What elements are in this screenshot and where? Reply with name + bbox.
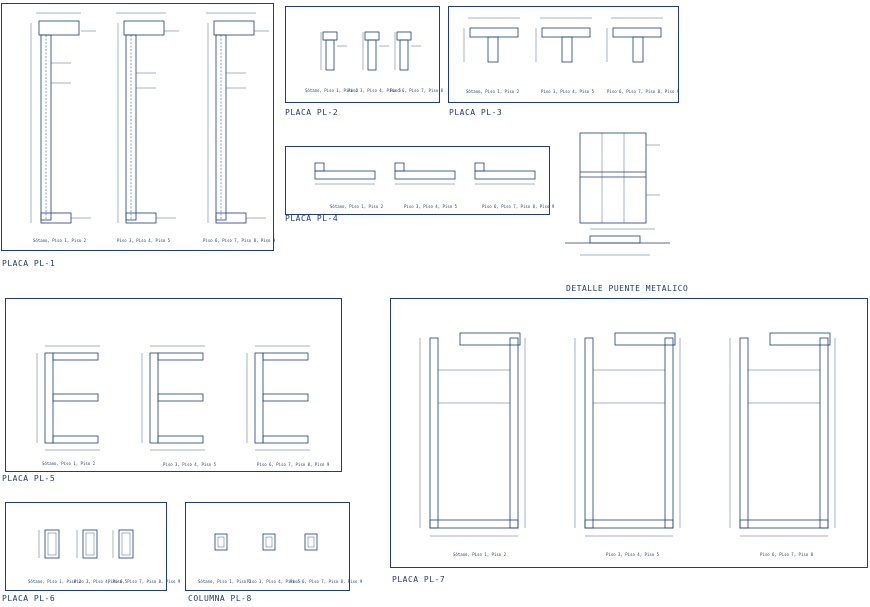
drawing-pl4 <box>314 162 536 185</box>
panel-pl8 <box>185 502 350 591</box>
drawing-puente <box>565 132 670 256</box>
title-pl2: PLACA PL-2 <box>285 108 339 117</box>
caption-pl6-c: Piso 6, Piso 7, Piso 8, Piso 9 <box>108 579 181 584</box>
caption-pl1-a: Sótano, Piso 1, Piso 2 <box>33 238 86 243</box>
caption-pl7-b: Piso 3, Piso 4, Piso 5 <box>606 552 659 557</box>
caption-pl2-b: Piso 3, Piso 4, Piso 5 <box>348 88 401 93</box>
caption-pl4-b: Piso 3, Piso 4, Piso 5 <box>404 204 457 209</box>
drawing-pl2 <box>320 31 421 71</box>
caption-pl5-b: Piso 3, Piso 4, Piso 5 <box>163 462 216 467</box>
caption-pl4-a: Sótano, Piso 1, Piso 2 <box>330 204 383 209</box>
title-pl3: PLACA PL-3 <box>449 108 503 117</box>
title-pl4: PLACA PL-4 <box>285 214 339 223</box>
caption-pl3-b: Piso 3, Piso 4, Piso 5 <box>541 89 594 94</box>
drawing-pl1 <box>30 12 269 224</box>
caption-pl2-c: Piso 6, Piso 7, Piso 8 <box>390 88 443 93</box>
caption-pl1-c: Piso 6, Piso 7, Piso 8, Piso 9 <box>203 238 276 243</box>
panel-pl2 <box>285 6 440 103</box>
drawing-pl8 <box>214 533 318 551</box>
title-pl8: COLUMNA PL-8 <box>188 594 252 603</box>
panel-pl4 <box>285 146 550 215</box>
caption-pl6-a: Sótano, Piso 1, Piso 2 <box>28 579 81 584</box>
title-pl5: PLACA PL-5 <box>2 474 56 483</box>
caption-pl7-a: Sótano, Piso 1, Piso 2 <box>453 552 506 557</box>
panel-pl7 <box>390 298 868 568</box>
caption-pl5-a: Sótano, Piso 1, Piso 2 <box>42 461 95 466</box>
panel-pl3 <box>448 6 679 103</box>
caption-pl2-a: Sótano, Piso 1, Piso 2 <box>305 88 358 93</box>
caption-pl8-b: Piso 3, Piso 4, Piso 5 <box>247 579 300 584</box>
title-pl7: PLACA PL-7 <box>392 575 446 584</box>
caption-pl3-c: Piso 6, Piso 7, Piso 8, Piso 9 <box>607 89 680 94</box>
drawing-pl5 <box>36 345 310 451</box>
drawing-pl6 <box>38 529 134 559</box>
title-pl1: PLACA PL-1 <box>2 259 56 268</box>
caption-pl5-c: Piso 6, Piso 7, Piso 8, Piso 9 <box>257 462 330 467</box>
title-puente: DETALLE PUENTE METALICO <box>566 284 689 293</box>
panel-pl5 <box>5 298 342 472</box>
drawing-pl7 <box>419 332 836 537</box>
title-pl6: PLACA PL-6 <box>2 594 56 603</box>
caption-pl1-b: Piso 3, Piso 4, Piso 5 <box>117 238 170 243</box>
caption-pl7-c: Piso 6, Piso 7, Piso 8 <box>760 552 813 557</box>
caption-pl8-a: Sótano, Piso 1, Piso 2 <box>198 579 251 584</box>
caption-pl3-a: Sótano, Piso 1, Piso 2 <box>466 89 519 94</box>
panel-pl1 <box>1 3 274 251</box>
drawing-pl3 <box>463 17 663 63</box>
caption-pl6-b: Piso 3, Piso 4, Piso 5 <box>74 579 127 584</box>
caption-pl4-c: Piso 6, Piso 7, Piso 8, Piso 9 <box>482 204 555 209</box>
caption-pl8-c: Piso 6, Piso 7, Piso 8, Piso 9 <box>290 579 363 584</box>
panel-pl6 <box>5 502 167 591</box>
